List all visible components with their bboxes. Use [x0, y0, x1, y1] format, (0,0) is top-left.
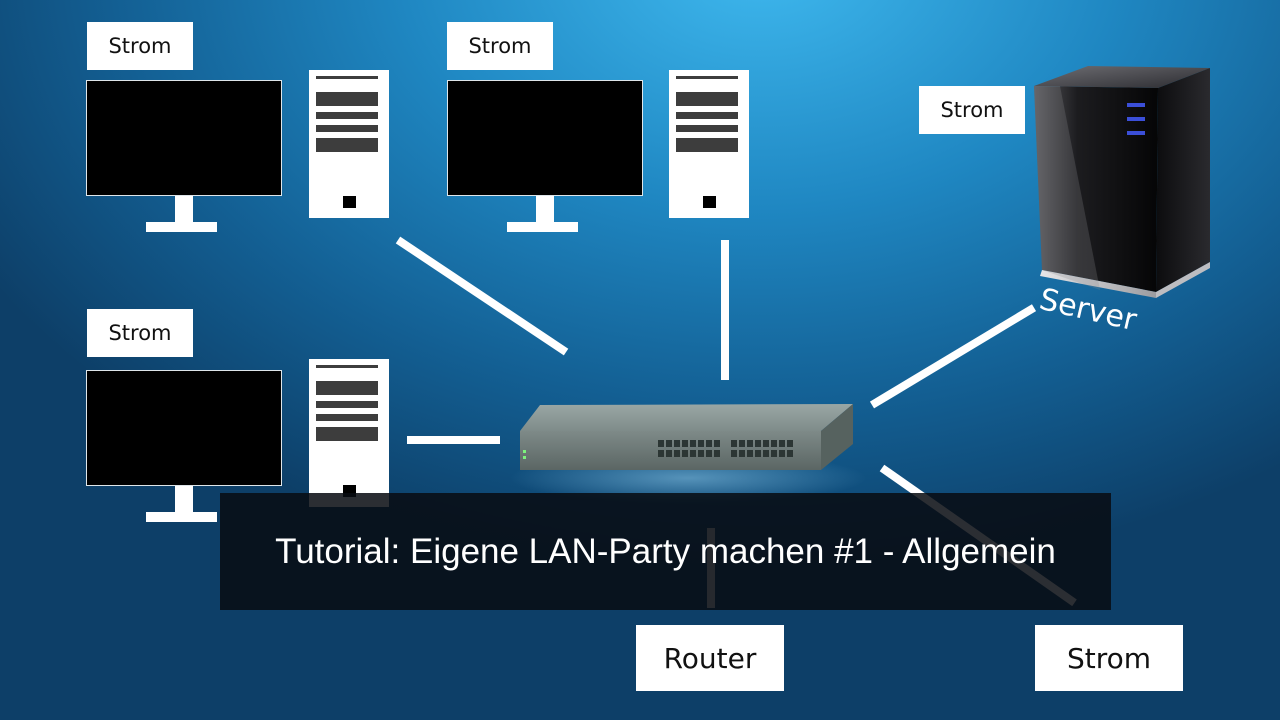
switch-port: [690, 450, 696, 457]
monitor-icon: [86, 370, 282, 522]
switch-port: [714, 440, 720, 447]
switch-port: [666, 440, 672, 447]
switch-port: [771, 450, 777, 457]
switch-port: [747, 440, 753, 447]
switch-port: [674, 450, 680, 457]
switch-port: [706, 450, 712, 457]
monitor-icon: [86, 80, 282, 232]
video-caption: Tutorial: Eigene LAN-Party machen #1 - A…: [220, 493, 1111, 610]
pc-tower-icon: [309, 70, 389, 218]
switch-port: [739, 440, 745, 447]
switch-port: [763, 450, 769, 457]
strom-label-pc2: Strom: [447, 22, 553, 70]
switch-port: [706, 440, 712, 447]
switch-port: [779, 440, 785, 447]
switch-port: [682, 440, 688, 447]
switch-port: [787, 440, 793, 447]
pc-tower-icon: [669, 70, 749, 218]
switch-port: [731, 440, 737, 447]
strom-label-pc1: Strom: [87, 22, 193, 70]
switch-port: [658, 440, 664, 447]
strom-label-pc3: Strom: [87, 309, 193, 357]
strom-label-bottom: Strom: [1035, 625, 1183, 691]
switch-port: [698, 440, 704, 447]
switch-port: [698, 450, 704, 457]
switch-port: [779, 450, 785, 457]
network-switch-icon: [520, 404, 853, 470]
router-label: Router: [636, 625, 784, 691]
switch-port: [690, 440, 696, 447]
switch-port: [763, 440, 769, 447]
switch-port: [771, 440, 777, 447]
switch-port: [682, 450, 688, 457]
switch-port: [787, 450, 793, 457]
monitor-icon: [447, 80, 643, 232]
switch-port: [674, 440, 680, 447]
switch-port: [658, 450, 664, 457]
switch-port: [755, 450, 761, 457]
wire-pc2-switch: [721, 240, 729, 380]
pc-tower-icon: [309, 359, 389, 507]
switch-port: [731, 450, 737, 457]
switch-port: [755, 440, 761, 447]
switch-port: [714, 450, 720, 457]
switch-port: [747, 450, 753, 457]
switch-port: [666, 450, 672, 457]
strom-label-server: Strom: [919, 86, 1025, 134]
switch-port: [739, 450, 745, 457]
wire-pc3-switch: [407, 436, 500, 444]
